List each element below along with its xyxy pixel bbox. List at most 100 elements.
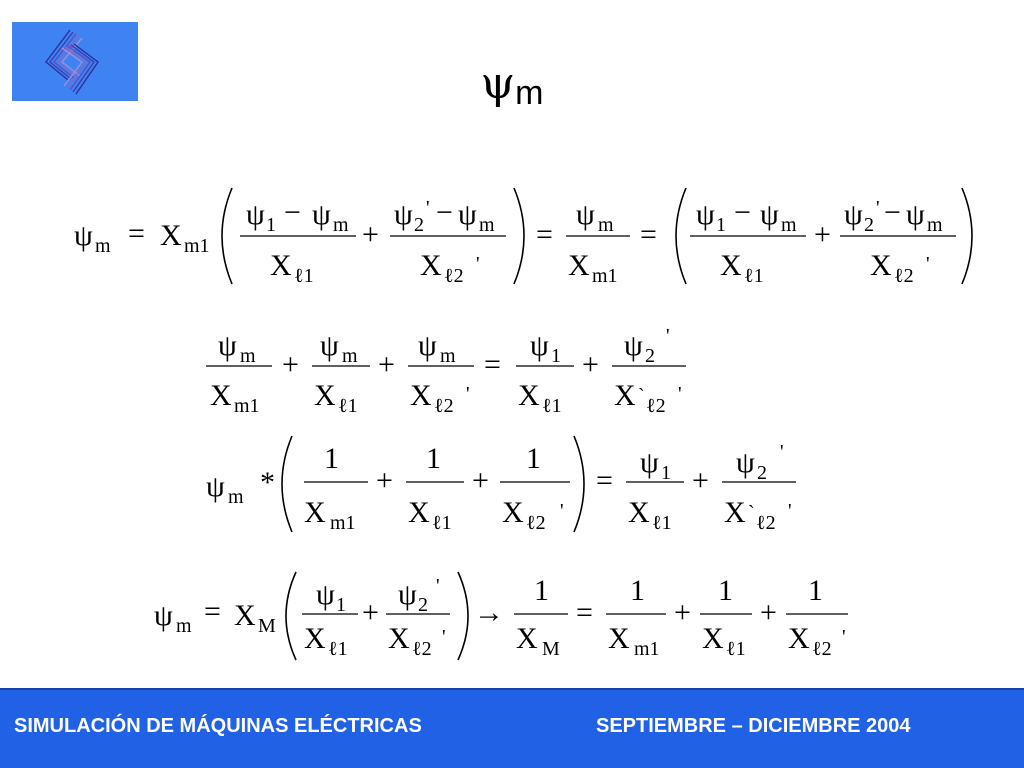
svg-text:−: − xyxy=(884,196,901,229)
svg-text:': ' xyxy=(876,197,880,219)
svg-text:X: X xyxy=(210,379,232,412)
svg-text:X: X xyxy=(518,379,540,412)
svg-text:ℓ1: ℓ1 xyxy=(542,395,562,417)
svg-text:X: X xyxy=(516,622,538,655)
svg-text:+: + xyxy=(362,596,379,629)
svg-text:+: + xyxy=(472,464,489,497)
svg-text:1: 1 xyxy=(630,574,645,607)
svg-text:ℓ1: ℓ1 xyxy=(432,512,452,534)
svg-text:X: X xyxy=(502,496,524,529)
svg-text:X: X xyxy=(788,622,810,655)
svg-text:ψ: ψ xyxy=(398,578,417,611)
svg-text:2: 2 xyxy=(418,594,428,616)
svg-text:ψ: ψ xyxy=(696,198,715,231)
svg-text:ψ: ψ xyxy=(394,198,413,231)
slide-title: ψm xyxy=(0,55,1024,112)
svg-text:': ' xyxy=(442,626,446,648)
svg-text:': ' xyxy=(466,383,470,405)
svg-text:ℓ1: ℓ1 xyxy=(652,512,672,534)
svg-text:=: = xyxy=(128,217,145,250)
svg-text:1: 1 xyxy=(718,574,733,607)
svg-text:2: 2 xyxy=(645,345,655,367)
svg-text:': ' xyxy=(842,626,846,648)
svg-text:=: = xyxy=(596,464,613,497)
svg-text:': ' xyxy=(788,500,792,522)
svg-text:ψ: ψ xyxy=(316,578,335,611)
svg-text:+: + xyxy=(692,464,709,497)
svg-text:`: ` xyxy=(748,502,755,524)
svg-text:m1: m1 xyxy=(184,235,210,257)
svg-text:1: 1 xyxy=(266,214,276,236)
svg-text:X: X xyxy=(628,496,650,529)
svg-text:→: → xyxy=(474,596,504,629)
svg-text:1: 1 xyxy=(426,442,441,475)
svg-text:ψ: ψ xyxy=(640,446,659,479)
svg-text:ψ: ψ xyxy=(530,329,549,362)
svg-text:*: * xyxy=(260,466,275,499)
svg-text:X: X xyxy=(724,496,746,529)
svg-text:ℓ1: ℓ1 xyxy=(744,265,764,287)
svg-text:': ' xyxy=(560,500,564,522)
svg-text:1: 1 xyxy=(661,462,671,484)
logo xyxy=(12,22,138,101)
svg-text:X: X xyxy=(234,599,256,632)
svg-text:m: m xyxy=(240,345,256,367)
svg-text:m1: m1 xyxy=(234,395,260,417)
svg-text:+: + xyxy=(376,464,393,497)
svg-text:ψ: ψ xyxy=(218,329,237,362)
footer-course-title: SIMULACIÓN DE MÁQUINAS ELÉCTRICAS xyxy=(14,715,422,737)
svg-text:M: M xyxy=(258,615,276,637)
svg-text:X: X xyxy=(702,622,724,655)
svg-text:X: X xyxy=(408,496,430,529)
svg-text:m1: m1 xyxy=(634,638,660,660)
svg-text:ψ: ψ xyxy=(206,470,225,503)
svg-text:=: = xyxy=(484,348,501,381)
svg-text:ψ: ψ xyxy=(458,198,477,231)
svg-text:m: m xyxy=(781,214,797,236)
svg-text:': ' xyxy=(426,197,430,219)
svg-text:ψ: ψ xyxy=(624,329,643,362)
svg-text:ℓ2: ℓ2 xyxy=(412,638,432,660)
title-subscript: m xyxy=(515,74,544,112)
svg-text:ψ: ψ xyxy=(312,198,331,231)
svg-text:−: − xyxy=(436,196,453,229)
svg-text:ℓ2: ℓ2 xyxy=(646,395,666,417)
svg-text:': ' xyxy=(436,575,440,597)
svg-text:2: 2 xyxy=(757,462,767,484)
footer-date-range: SEPTIEMBRE – DICIEMBRE 2004 xyxy=(596,715,911,737)
svg-text:=: = xyxy=(576,596,593,629)
equations: .v { font-size:30px; } .s { font-size:20… xyxy=(74,187,973,661)
svg-text:': ' xyxy=(678,383,682,405)
svg-text:X: X xyxy=(314,379,336,412)
svg-text:=: = xyxy=(536,218,553,251)
svg-text:': ' xyxy=(476,253,480,275)
svg-text:ψ: ψ xyxy=(74,219,93,252)
svg-text:X: X xyxy=(870,249,892,282)
svg-text:X: X xyxy=(160,219,182,252)
svg-text:ψ: ψ xyxy=(246,198,265,231)
svg-text:`: ` xyxy=(638,385,645,407)
svg-text:+: + xyxy=(362,218,379,251)
svg-text:m1: m1 xyxy=(592,265,618,287)
svg-text:X: X xyxy=(304,496,326,529)
svg-text:+: + xyxy=(282,348,299,381)
svg-text:ψ: ψ xyxy=(844,198,863,231)
svg-text:1: 1 xyxy=(324,442,339,475)
svg-text:ℓ1: ℓ1 xyxy=(338,395,358,417)
svg-text:ℓ2: ℓ2 xyxy=(444,265,464,287)
svg-text:−: − xyxy=(734,196,751,229)
svg-text:ψ: ψ xyxy=(760,198,779,231)
svg-text:X: X xyxy=(420,249,442,282)
svg-text:ψ: ψ xyxy=(906,198,925,231)
svg-text:−: − xyxy=(284,196,301,229)
svg-text:X: X xyxy=(410,379,432,412)
svg-text:': ' xyxy=(666,325,670,347)
logo-icon xyxy=(45,29,99,95)
title-symbol: ψ xyxy=(480,58,516,109)
svg-text:=: = xyxy=(204,595,221,628)
svg-text:ℓ2: ℓ2 xyxy=(756,512,776,534)
svg-text:X: X xyxy=(388,622,410,655)
